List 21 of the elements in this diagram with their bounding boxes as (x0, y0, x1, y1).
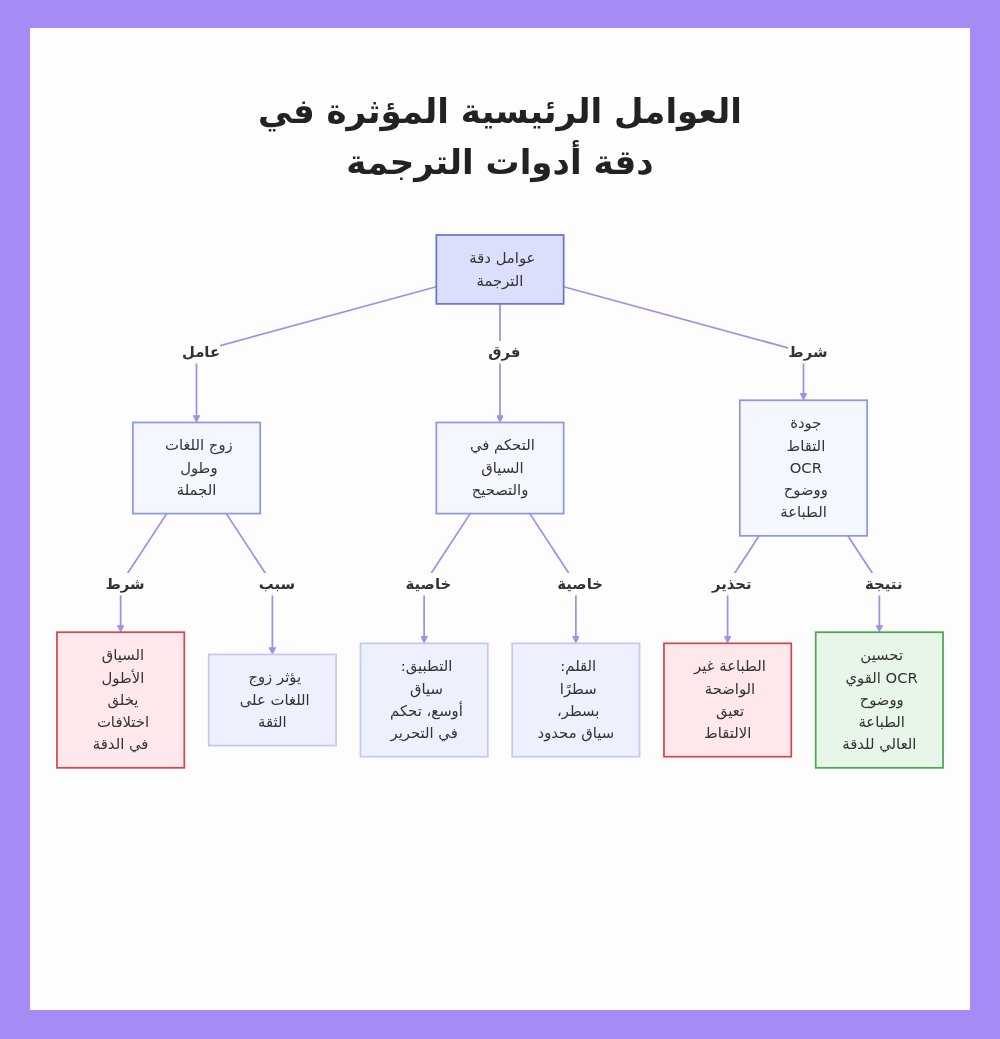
edge-label: تحذير (711, 574, 752, 593)
node-box (56, 631, 186, 769)
edge-label: شرط (105, 574, 145, 593)
edge-label: خاصية (405, 574, 452, 593)
edge-label: عامل (181, 342, 221, 361)
node-box (359, 642, 489, 758)
edge-label: نتيجة (865, 574, 903, 593)
node-box (814, 631, 944, 769)
node-box (435, 234, 565, 305)
node-box (132, 421, 262, 515)
edge-label: خاصية (557, 574, 603, 593)
node-box (738, 399, 868, 537)
node-box (663, 642, 793, 758)
card-background: العوامل الرئيسية المؤثرة في دقة أدوات الترجمة عامل فرق شرط شرط سبب خاصية خاصية تحذير نتيجة عوامل دقة الترجمة زوج اللغات وطول الجملة التحكم في السياق والتصحيح جودة التقاط OCR ووضوح الطباعة السياق الأطول يخلق اختلافات في الدقة يؤثر زوج اللغات على الثقة التطبيق: سياق أوسع، تحكم في التحرير القلم: سطرًا بسطر، سياق محدود الطباعة غير الواضحة تعيق الالتقاط تحسين OCR القوي ووضوح الطباعة العالي للدقة (30, 28, 970, 1010)
node-box (511, 642, 641, 758)
edge-label: فرق (488, 342, 521, 361)
edge-label: شرط (788, 342, 828, 361)
edge-label: سبب (258, 574, 296, 593)
diagram-title: العوامل الرئيسية المؤثرة في دقة أدوات الترجمة (257, 90, 743, 185)
node-box (435, 421, 565, 515)
node-box (207, 653, 337, 747)
